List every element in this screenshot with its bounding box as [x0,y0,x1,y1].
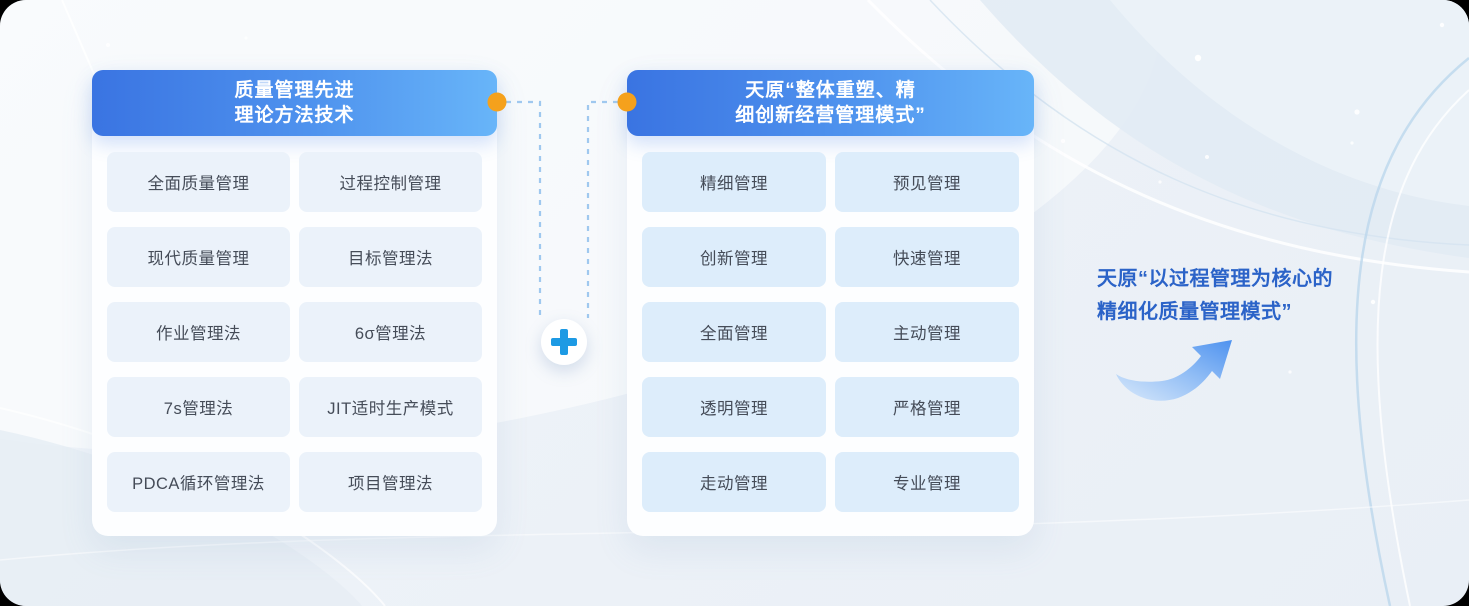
left-panel-title-line1: 质量管理先进 [234,80,355,101]
right-panel-card-grid: 精细管理 预见管理 创新管理 快速管理 全面管理 主动管理 透明管理 严格管理 … [627,136,1034,536]
result-line1: 天原“以过程管理为核心的 [1097,268,1333,290]
result-line2: 精细化质量管理模式” [1097,301,1292,323]
method-card: 项目管理法 [299,452,482,512]
method-card: 快速管理 [835,227,1019,287]
left-panel-card-grid: 全面质量管理 过程控制管理 现代质量管理 目标管理法 作业管理法 6σ管理法 7… [92,136,497,536]
plus-icon [541,319,587,365]
method-card: 现代质量管理 [107,227,290,287]
right-panel-title-line2: 细创新经营管理模式” [735,105,926,126]
method-card: 6σ管理法 [299,302,482,362]
plus-icon-bar [560,329,568,355]
left-panel-header: 质量管理先进 理论方法技术 [92,70,497,136]
left-panel-title-line2: 理论方法技术 [234,105,355,126]
method-card: 创新管理 [642,227,826,287]
method-card: 专业管理 [835,452,1019,512]
right-methods-panel: 天原“整体重塑、精 细创新经营管理模式” 精细管理 预见管理 创新管理 快速管理… [627,70,1034,536]
method-card: 严格管理 [835,377,1019,437]
method-card: 精细管理 [642,152,826,212]
method-card: 全面管理 [642,302,826,362]
method-card: 走动管理 [642,452,826,512]
method-card: 过程控制管理 [299,152,482,212]
left-methods-panel: 质量管理先进 理论方法技术 全面质量管理 过程控制管理 现代质量管理 目标管理法… [92,70,497,536]
method-card: 透明管理 [642,377,826,437]
method-card: 全面质量管理 [107,152,290,212]
method-card: 目标管理法 [299,227,482,287]
right-panel-title-line1: 天原“整体重塑、精 [745,80,916,101]
right-panel-header: 天原“整体重塑、精 细创新经营管理模式” [627,70,1034,136]
result-statement: 天原“以过程管理为核心的 精细化质量管理模式” [1097,263,1333,329]
upward-arrow-icon [1116,340,1232,401]
method-card: 7s管理法 [107,377,290,437]
method-card: 作业管理法 [107,302,290,362]
method-card: 主动管理 [835,302,1019,362]
method-card: PDCA循环管理法 [107,452,290,512]
method-card: JIT适时生产模式 [299,377,482,437]
method-card: 预见管理 [835,152,1019,212]
